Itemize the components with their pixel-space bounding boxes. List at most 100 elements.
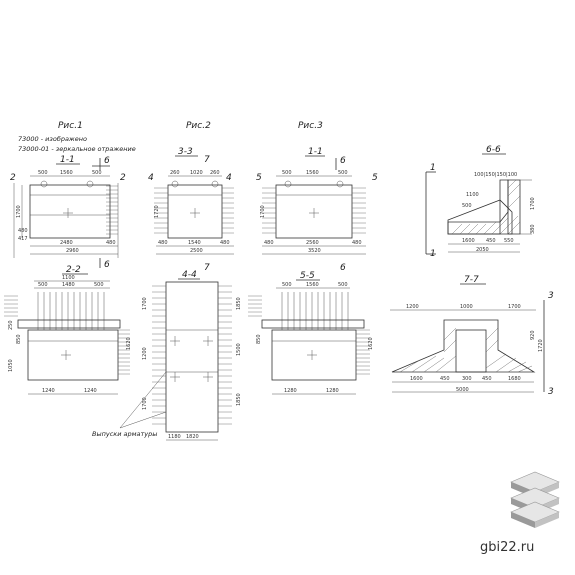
dim-260-b: 260	[210, 170, 220, 176]
dim-500-e: 500	[462, 203, 472, 209]
dim-480-d: 480	[220, 240, 230, 246]
mark-3-bottom: 3	[548, 387, 554, 397]
mark-6-bottom-right: 6	[340, 263, 346, 273]
mark-2-right: 2	[120, 173, 126, 183]
dim-1200-b: 1200	[406, 304, 419, 310]
dim-1480: 1480	[62, 282, 75, 288]
dim-1700-a: 1700	[16, 205, 22, 218]
dim-5000: 5000	[456, 387, 469, 393]
section-title-5-5: 5-5	[300, 271, 315, 281]
mark-6-bottom: 6	[104, 260, 110, 270]
dim-450-c: 450	[482, 376, 492, 382]
dim-1720: 1720	[154, 205, 160, 218]
dim-500-g: 500	[94, 282, 104, 288]
dim-850-b: 850	[256, 334, 262, 344]
dim-1200: 1200	[142, 347, 148, 360]
dim-260-a: 260	[170, 170, 180, 176]
dim-2480: 2480	[60, 240, 73, 246]
dim-1540: 1540	[188, 240, 201, 246]
dim-480-e: 480	[264, 240, 274, 246]
dim-1850-a: 1850	[236, 297, 242, 310]
dim-1280-b: 1280	[326, 388, 339, 394]
mark-4-right: 4	[226, 173, 232, 183]
dim-1700-b: 1700	[260, 205, 266, 218]
dim-250: 250	[8, 320, 14, 330]
dim-1560-b: 1560	[306, 170, 319, 176]
mark-1-top: 1	[430, 163, 436, 173]
section-3-3: 3-3 7 4 4 260 1020 260 1720 480 1540	[148, 147, 234, 273]
section-title-2-2: 2-2	[66, 265, 81, 275]
dim-1240-a: 1240	[42, 388, 55, 394]
dim-1620: 1620	[126, 337, 132, 350]
dim-1100-b: 1100	[62, 275, 75, 281]
dim-1820: 1820	[186, 434, 199, 440]
dim-480-c: 480	[158, 240, 168, 246]
dim-450-b: 450	[440, 376, 450, 382]
dim-500-i: 500	[338, 282, 348, 288]
dim-480-f: 480	[352, 240, 362, 246]
site-watermark: gbi22.ru	[480, 540, 535, 555]
dim-500-c: 500	[282, 170, 292, 176]
section-title-3-3: 3-3	[178, 147, 193, 157]
mark-7-bottom: 7	[204, 263, 210, 273]
dim-500-d: 500	[338, 170, 348, 176]
dim-500-h: 500	[282, 282, 292, 288]
dim-920: 920	[530, 330, 536, 340]
dim-450: 450	[486, 238, 496, 244]
site-logo	[510, 471, 560, 528]
rebar-outlets-label: Выпуски арматуры	[92, 430, 157, 438]
dim-2500: 2500	[190, 248, 203, 254]
section-2-2: 2-2 1100 500 1480 500	[4, 265, 132, 395]
dim-1700-e: 1700	[142, 397, 148, 410]
dim-180: 1180	[168, 434, 181, 440]
dim-500-b: 500	[92, 170, 102, 176]
dim-1560-c: 1560	[306, 282, 319, 288]
dim-1850-b: 1850	[236, 393, 242, 406]
dim-1000: 1000	[460, 304, 473, 310]
dim-480-a: 480	[18, 228, 28, 234]
section-title-4-4: 4-4	[182, 270, 197, 280]
dim-300: 300	[462, 376, 472, 382]
dim-500-a: 500	[38, 170, 48, 176]
section-title-1-1-right: 1-1	[308, 147, 323, 157]
dim-1280-a: 1280	[284, 388, 297, 394]
figure-2-caption: Рис.2	[186, 121, 211, 131]
dim-1700-c: 1700	[530, 197, 536, 210]
dim-2960: 2960	[66, 248, 79, 254]
dim-1050: 1050	[8, 359, 14, 372]
dim-550: 550	[504, 238, 514, 244]
dim-380: 380	[530, 224, 536, 234]
dim-1720-b: 1720	[538, 339, 544, 352]
mark-6-top: 6	[104, 156, 110, 166]
dim-1240-b: 1240	[84, 388, 97, 394]
dim-1600-b: 1600	[410, 376, 423, 382]
dim-1620-b: 1620	[368, 337, 374, 350]
mark-3-top: 3	[548, 291, 554, 301]
dim-100-150: 100|150|150|100	[474, 172, 517, 178]
section-title-1-1-left: 1-1	[60, 155, 75, 165]
dim-480-b: 480	[106, 240, 116, 246]
mark-5-left: 5	[256, 173, 262, 183]
mark-2-left: 2	[10, 173, 16, 183]
dim-1680: 1680	[508, 376, 521, 382]
dim-1100-a: 1100	[466, 192, 479, 198]
dim-1500: 1500	[236, 343, 242, 356]
dim-1700-f: 1700	[508, 304, 521, 310]
figure-1-caption: Рис.1	[58, 121, 83, 131]
note-variant-2: 73000-01 - зеркальное отражение	[18, 145, 136, 153]
dim-2050: 2050	[476, 247, 489, 253]
dim-1020: 1020	[190, 170, 203, 176]
mark-7-top: 7	[204, 155, 210, 165]
figure-3-caption: Рис.3	[298, 121, 323, 131]
section-1-1-left: 1-1 6 2 2 500 1560 500 1700 480 417	[10, 155, 126, 270]
section-5-5: 5-5 500 1560 500 850	[248, 271, 374, 395]
dim-1700-d: 1700	[142, 297, 148, 310]
dim-3520: 3520	[308, 248, 321, 254]
dim-1600-a: 1600	[462, 238, 475, 244]
section-title-7-7: 7-7	[464, 275, 479, 285]
dim-2560: 2560	[306, 240, 319, 246]
note-variant-1: 73000 - изображено	[18, 135, 87, 143]
dim-500-f: 500	[38, 282, 48, 288]
section-7-7: 7-7 3 3 1200 1000 1700 920 1720 1600 450…	[390, 275, 554, 397]
